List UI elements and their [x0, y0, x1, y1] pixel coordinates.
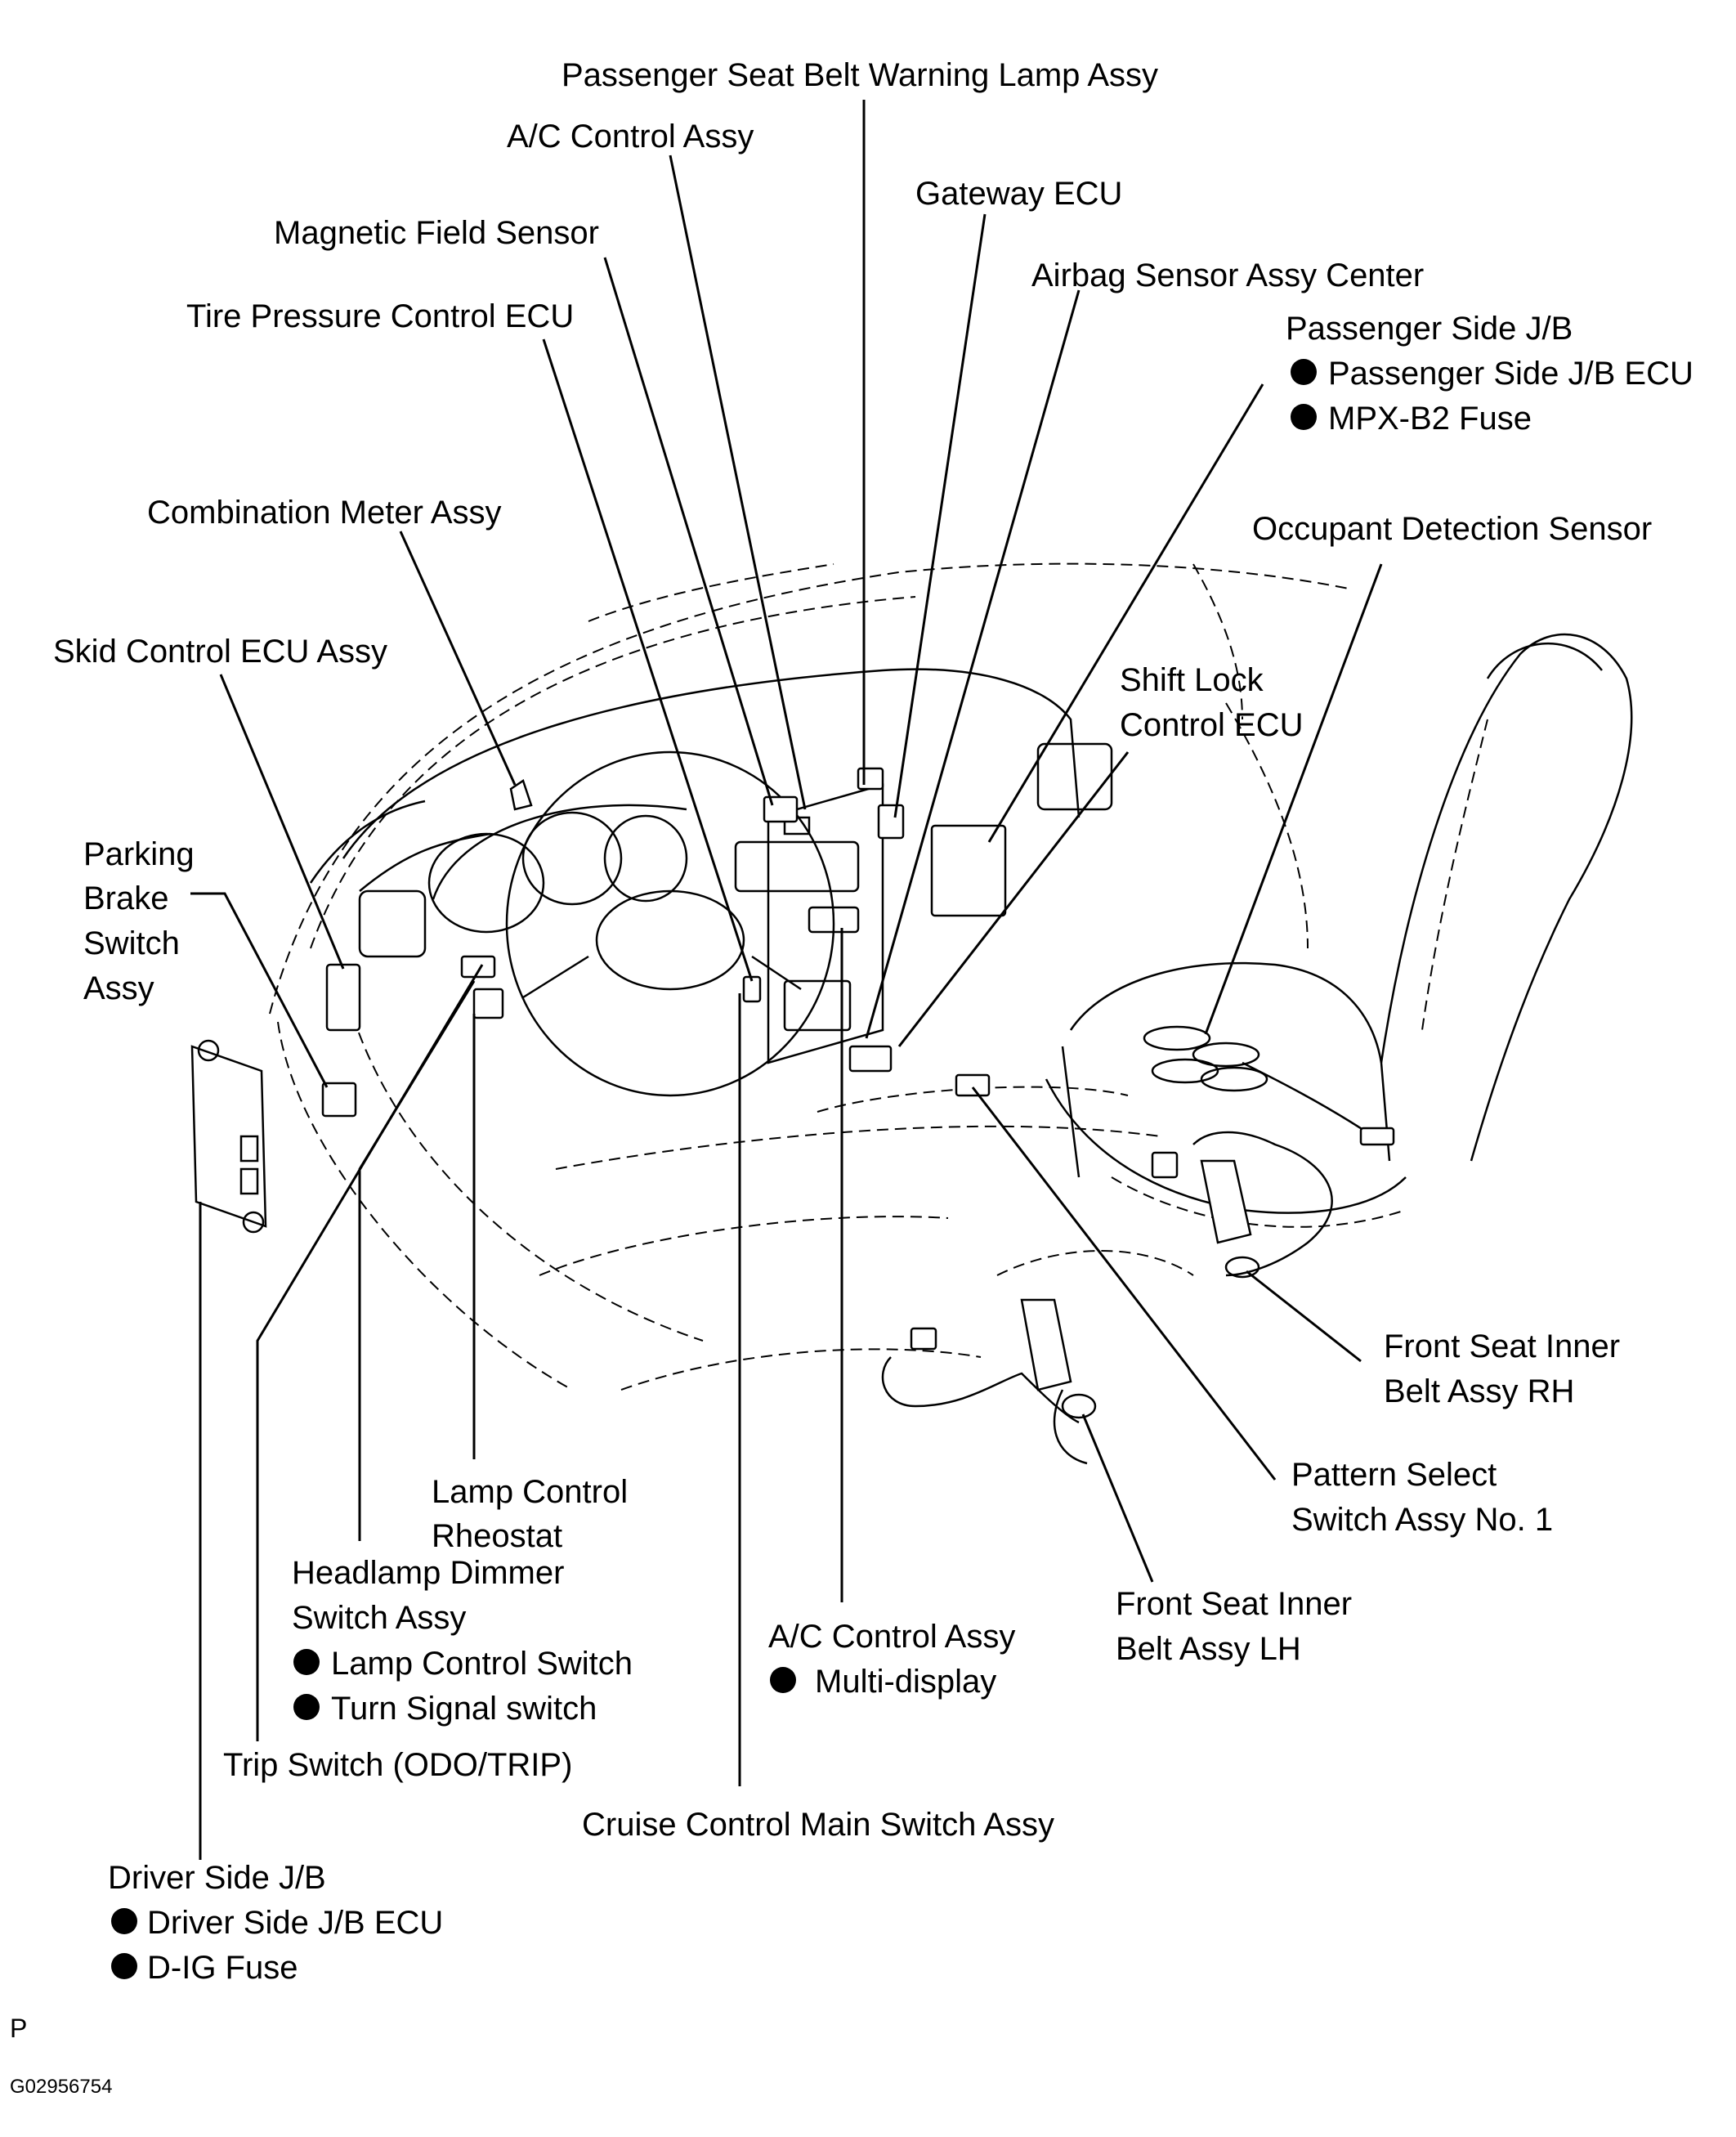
label-parking-brake-line1: Parking — [83, 836, 195, 872]
label-cruise-control-main-switch: Cruise Control Main Switch Assy — [582, 1807, 1054, 1843]
label-group-passenger-side-jb: Passenger Side J/B Passenger Side J/B EC… — [1286, 311, 1693, 437]
label-d-ig-fuse: D-IG Fuse — [147, 1950, 298, 1986]
bullet-icon — [293, 1694, 320, 1720]
label-ac-control-assy-bottom: A/C Control Assy — [768, 1619, 1015, 1655]
label-headlamp-dimmer-line1: Headlamp Dimmer — [292, 1555, 564, 1591]
label-driver-side-jb-ecu: Driver Side J/B ECU — [147, 1905, 443, 1941]
label-front-seat-lh-line2: Belt Assy LH — [1116, 1631, 1301, 1667]
label-parking-brake-line2: Brake — [83, 880, 169, 916]
label-skid-control-ecu-assy: Skid Control ECU Assy — [53, 634, 387, 670]
cabin-illustration — [190, 562, 1633, 1465]
label-shift-lock-line1: Shift Lock — [1120, 662, 1264, 698]
label-airbag-sensor-assy-center: Airbag Sensor Assy Center — [1031, 258, 1424, 293]
label-ac-control-assy-top: A/C Control Assy — [507, 119, 754, 155]
label-combination-meter-assy: Combination Meter Assy — [147, 495, 502, 531]
footer-letter: P — [10, 2014, 27, 2043]
label-group-front-seat-inner-belt-lh: Front Seat Inner Belt Assy LH — [1116, 1586, 1352, 1667]
label-front-seat-rh-line1: Front Seat Inner — [1384, 1328, 1620, 1364]
bullet-icon — [293, 1649, 320, 1675]
bullet-icon — [1291, 359, 1317, 385]
bullet-icon — [1291, 404, 1317, 430]
bullet-icon — [111, 1953, 137, 1979]
label-shift-lock-line2: Control ECU — [1120, 707, 1304, 743]
label-passenger-side-jb-ecu: Passenger Side J/B ECU — [1328, 356, 1693, 392]
label-gateway-ecu: Gateway ECU — [915, 176, 1122, 212]
callout-labels: Passenger Seat Belt Warning Lamp Assy A/… — [53, 57, 1693, 1986]
label-headlamp-dimmer-line2: Switch Assy — [292, 1600, 466, 1636]
label-multi-display: Multi-display — [815, 1664, 996, 1700]
label-group-parking-brake-switch: Parking Brake Switch Assy — [83, 836, 195, 1006]
label-front-seat-lh-line1: Front Seat Inner — [1116, 1586, 1352, 1622]
label-group-headlamp-dimmer-switch: Headlamp Dimmer Switch Assy Lamp Control… — [292, 1555, 633, 1727]
label-pattern-select-line1: Pattern Select — [1291, 1457, 1497, 1493]
bullet-icon — [770, 1667, 796, 1693]
leader-lines — [190, 100, 1383, 1860]
label-driver-side-jb: Driver Side J/B — [108, 1860, 326, 1896]
label-pattern-select-line2: Switch Assy No. 1 — [1291, 1502, 1553, 1538]
label-group-lamp-control-rheostat: Lamp Control Rheostat — [432, 1474, 628, 1554]
label-lamp-control-switch: Lamp Control Switch — [331, 1646, 633, 1682]
label-turn-signal-switch: Turn Signal switch — [331, 1691, 597, 1727]
label-passenger-side-jb: Passenger Side J/B — [1286, 311, 1573, 347]
label-front-seat-rh-line2: Belt Assy RH — [1384, 1373, 1574, 1409]
label-passenger-seat-belt-warning-lamp: Passenger Seat Belt Warning Lamp Assy — [562, 57, 1158, 93]
label-group-shift-lock-control-ecu: Shift Lock Control ECU — [1120, 662, 1304, 743]
label-parking-brake-line3: Switch — [83, 925, 180, 961]
bullet-icon — [111, 1908, 137, 1934]
figure-code: G02956754 — [10, 2076, 112, 2098]
label-magnetic-field-sensor: Magnetic Field Sensor — [274, 215, 599, 251]
label-group-driver-side-jb: Driver Side J/B Driver Side J/B ECU D-IG… — [108, 1860, 443, 1986]
label-parking-brake-line4: Assy — [83, 970, 154, 1006]
label-lamp-control-line1: Lamp Control — [432, 1474, 628, 1510]
label-group-ac-control-assy-bottom: A/C Control Assy Multi-display — [768, 1619, 1015, 1700]
figure-footer: P G02956754 — [10, 2014, 112, 2098]
label-group-pattern-select-switch: Pattern Select Switch Assy No. 1 — [1291, 1457, 1553, 1538]
label-tire-pressure-control-ecu: Tire Pressure Control ECU — [186, 298, 574, 334]
label-mpx-b2-fuse: MPX-B2 Fuse — [1328, 401, 1532, 437]
label-occupant-detection-sensor: Occupant Detection Sensor — [1252, 511, 1652, 547]
label-lamp-control-line2: Rheostat — [432, 1518, 562, 1554]
label-trip-switch: Trip Switch (ODO/TRIP) — [223, 1747, 572, 1783]
label-group-front-seat-inner-belt-rh: Front Seat Inner Belt Assy RH — [1384, 1328, 1620, 1409]
